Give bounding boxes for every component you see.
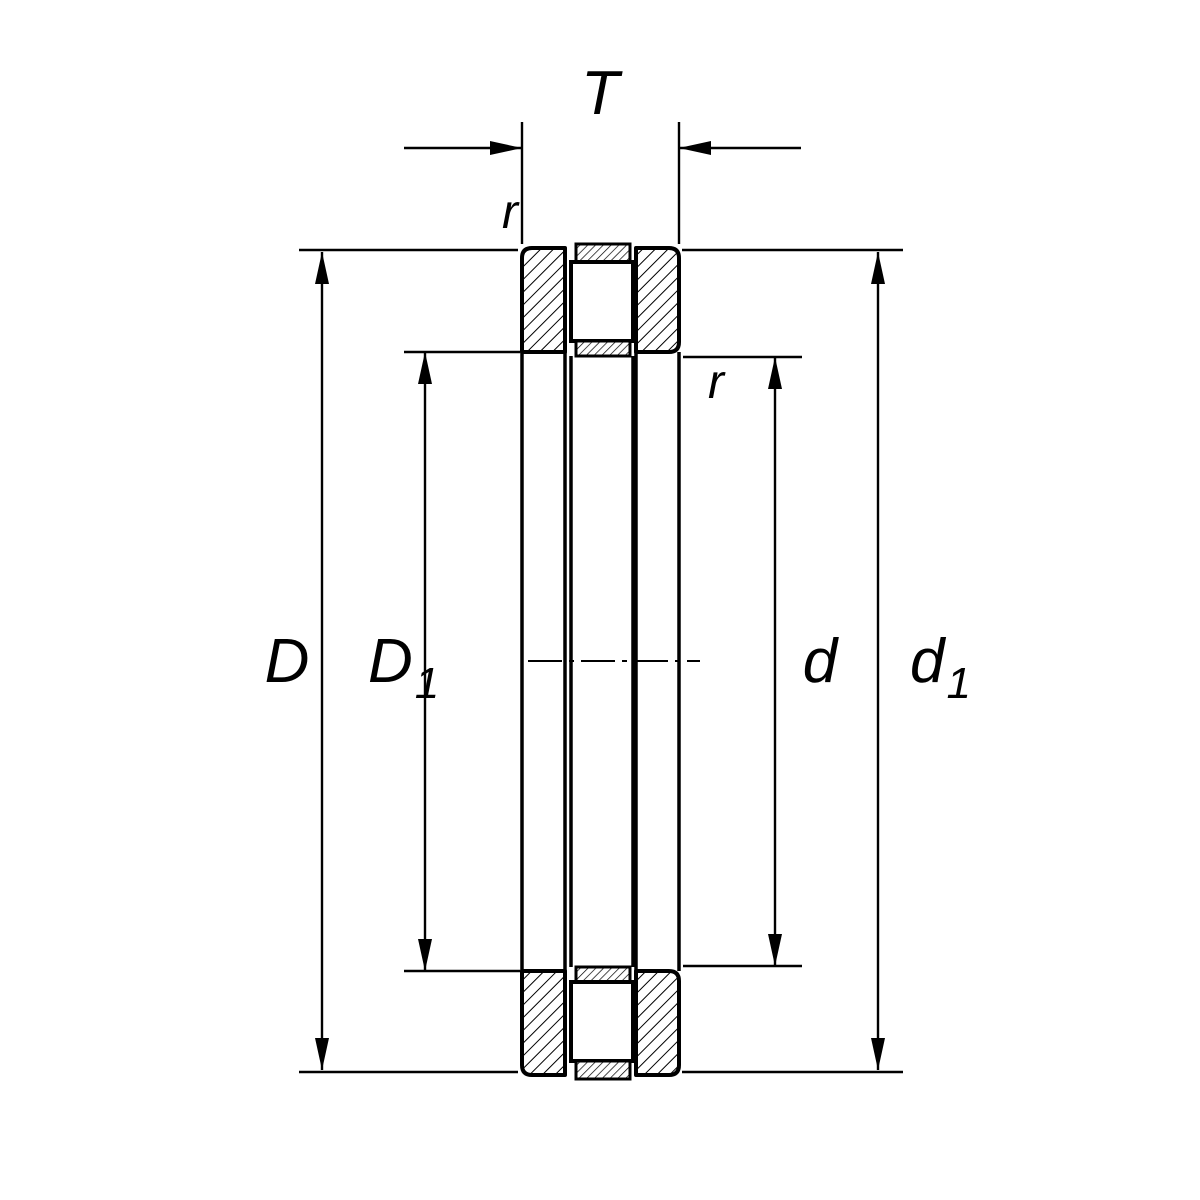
cage-section-upper-inner: [574, 339, 632, 358]
cage-section-bottom: [574, 1059, 632, 1081]
arrowhead-D-bottom: [315, 1038, 329, 1070]
washer-left-top-section: [520, 246, 567, 354]
arrowhead-d-top: [768, 357, 782, 389]
dim-label-T: T: [581, 59, 623, 128]
arrowhead-d1-top: [871, 252, 885, 284]
dimension-D: D: [265, 248, 518, 1074]
arrowhead-D-top: [315, 252, 329, 284]
roller-bottom: [569, 980, 635, 1063]
cage-section-top: [574, 242, 632, 264]
dim-label-d1-subscript: 1: [946, 659, 970, 708]
corner-radius-label-right: r: [708, 356, 726, 409]
arrowhead-D1-bottom: [418, 939, 432, 971]
washer-right-bottom-section: [634, 969, 681, 1077]
dim-label-D: D: [265, 627, 310, 696]
arrowhead-T-left: [490, 141, 522, 155]
dimension-d1: d1: [682, 248, 971, 1074]
dimension-T: T: [404, 59, 801, 244]
dimension-D1: D1: [368, 350, 520, 973]
dim-label-D1-subscript: 1: [415, 659, 439, 708]
arrowhead-d-bottom: [768, 934, 782, 966]
dim-label-d1-main: d: [910, 627, 947, 696]
roller-cage-assembly: [569, 242, 635, 1081]
dim-label-d: d: [803, 627, 840, 696]
washer-left-bottom-section: [520, 969, 567, 1077]
arrowhead-d1-bottom: [871, 1038, 885, 1070]
roller-top: [569, 260, 635, 343]
washer-left: [520, 246, 567, 1077]
dim-label-d1: d1: [910, 627, 971, 708]
washer-right-top-section: [634, 246, 681, 354]
corner-radius-label-top: r: [502, 186, 520, 239]
dimension-d: d: [683, 355, 840, 968]
arrowhead-D1-top: [418, 352, 432, 384]
cage-section-lower-inner: [574, 965, 632, 984]
dim-label-D1-main: D: [368, 627, 413, 696]
arrowhead-T-right: [679, 141, 711, 155]
dim-label-D1: D1: [368, 627, 439, 708]
